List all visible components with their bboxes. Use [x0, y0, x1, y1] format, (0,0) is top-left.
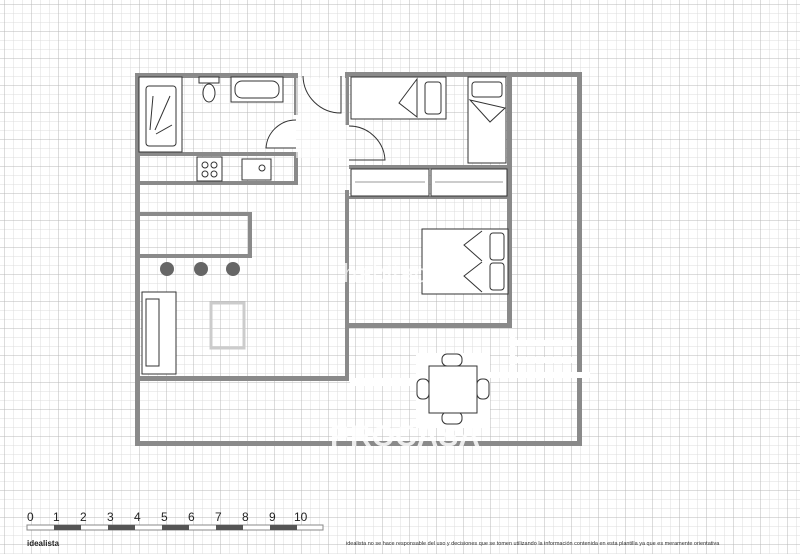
scale-label: 2: [80, 510, 87, 524]
stove: [196, 156, 223, 182]
walls: [135, 72, 582, 446]
dining-table: [416, 353, 490, 428]
scale-label: 5: [161, 510, 168, 524]
bathtub: [230, 76, 284, 103]
scale-label: 9: [269, 510, 276, 524]
scale-label: 7: [215, 510, 222, 524]
brand-logo-text: idealista: [27, 539, 60, 548]
sofa: [141, 291, 177, 375]
scale-bar: 0 1 2 3 4 5 6 7 8 9 10: [26, 510, 324, 531]
scale-label: 8: [242, 510, 249, 524]
scale-label: 4: [134, 510, 141, 524]
watermark-habitaclia: habitaclia: [343, 258, 453, 288]
disclaimer: idealista no se hace responsable del uso…: [346, 541, 720, 547]
scale-label: 3: [107, 510, 114, 524]
watermark-procasa: PROCASA: [330, 420, 480, 453]
scale-label: 1: [53, 510, 60, 524]
double-bed: [421, 228, 509, 295]
single-bed-2: [467, 76, 507, 164]
shower: [138, 76, 183, 153]
door-entrance: [302, 75, 342, 114]
sink: [241, 158, 272, 181]
door-bedroom: [348, 125, 386, 161]
scale-label: 6: [188, 510, 195, 524]
door-bathroom: [265, 119, 297, 149]
single-bed-1: [350, 76, 447, 120]
wardrobe: [350, 168, 508, 197]
toilet: [198, 76, 220, 103]
scale-label: 0: [27, 510, 34, 524]
scale-label: 10: [294, 510, 308, 524]
stools: [160, 262, 240, 276]
coffee-table: [209, 301, 246, 350]
